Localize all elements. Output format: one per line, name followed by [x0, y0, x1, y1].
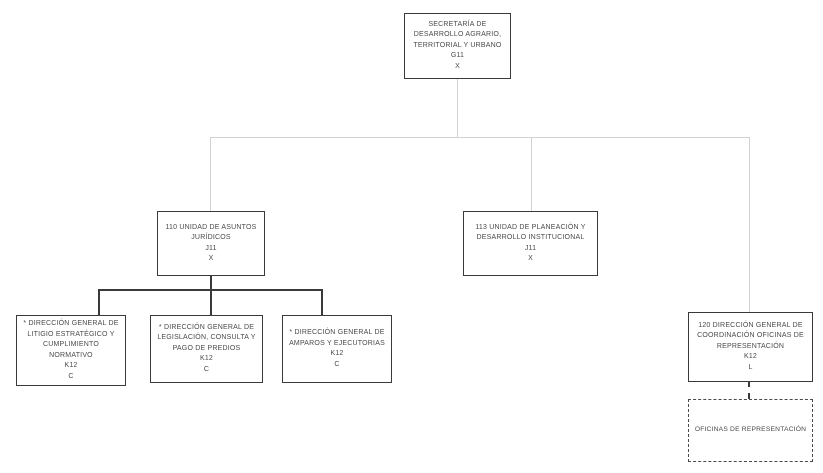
node-title-line: JURÍDICOS	[191, 234, 231, 241]
node-grade: K12	[64, 362, 78, 369]
connector-dashed-oficinas	[748, 381, 750, 399]
node-title-line: PAGO DE PREDIOS	[172, 344, 241, 352]
node-title-line: * DIRECCIÓN GENERAL DE	[289, 329, 385, 336]
node-code: C	[68, 372, 74, 380]
node-title-line: COORDINACIÓN OFICINAS DE	[697, 332, 804, 340]
connector-110-out	[210, 276, 212, 291]
connector-drop-113	[531, 137, 532, 211]
connector-drop-dg-litigio	[98, 289, 100, 315]
org-node-dg-amparos-ejecutorias: * DIRECCIÓN GENERAL DE AMPAROS Y EJECUTO…	[282, 315, 392, 383]
org-node-oficinas-representacion: OFICINAS DE REPRESENTACIÓN	[688, 399, 813, 462]
node-title-line: DESARROLLO INSTITUCIONAL	[476, 234, 585, 241]
node-title-line: LEGISLACIÓN, CONSULTA Y	[157, 334, 256, 342]
node-title-line: REPRESENTACIÓN	[716, 342, 785, 350]
node-title-line: NORMATIVO	[49, 351, 93, 359]
org-node-secretaria: SECRETARÍA DE DESARROLLO AGRARIO, TERRIT…	[404, 13, 511, 79]
org-node-dg-legislacion-consulta: * DIRECCIÓN GENERAL DE LEGISLACIÓN, CONS…	[150, 315, 263, 383]
node-grade: G11	[450, 52, 465, 60]
connector-main-horizontal	[210, 137, 749, 138]
org-node-120-dg-coordinacion-oficinas: 120 DIRECCIÓN GENERAL DE COORDINACIÓN OF…	[688, 312, 813, 382]
node-title-line: * DIRECCIÓN GENERAL DE	[23, 320, 119, 327]
org-node-113-unidad-planeacion: 113 UNIDAD DE PLANEACIÓN Y DESARROLLO IN…	[463, 211, 598, 276]
node-title-line: AMPAROS Y EJECUTORIAS	[289, 339, 385, 347]
node-title-line: 120 DIRECCIÓN GENERAL DE	[698, 321, 803, 329]
node-grade: K12	[199, 355, 214, 363]
node-title-line: LITIGIO ESTRATÉGICO Y	[27, 330, 115, 338]
node-code: L	[748, 363, 753, 371]
node-grade: J11	[524, 244, 537, 252]
node-grade: J11	[205, 244, 217, 252]
connector-drop-dg-legislacion	[210, 289, 212, 315]
connector-drop-110	[210, 137, 211, 211]
node-title-line: CUMPLIMIENTO	[43, 341, 99, 348]
connector-root-drop	[457, 79, 458, 137]
node-code: X	[528, 255, 533, 262]
node-title-line: SECRETARÍA DE	[428, 20, 487, 28]
node-title-line: 110 UNIDAD DE ASUNTOS	[165, 223, 257, 231]
node-title-line: DESARROLLO AGRARIO,	[413, 31, 502, 39]
node-code: X	[455, 62, 460, 70]
node-code: C	[203, 365, 210, 373]
node-title-line: * DIRECCIÓN GENERAL DE	[158, 323, 255, 331]
node-grade: K12	[330, 350, 344, 357]
org-node-110-unidad-asuntos-juridicos: 110 UNIDAD DE ASUNTOS JURÍDICOS J11 X	[157, 211, 265, 276]
node-title-line: OFICINAS DE REPRESENTACIÓN	[694, 426, 807, 434]
node-title-line: 113 UNIDAD DE PLANEACIÓN Y	[475, 223, 586, 231]
connector-drop-dg-amparos	[321, 289, 323, 315]
node-title-line: TERRITORIAL Y URBANO	[413, 41, 502, 49]
node-code: X	[208, 255, 214, 262]
org-node-dg-litigio-estrategico: * DIRECCIÓN GENERAL DE LITIGIO ESTRATÉGI…	[16, 315, 126, 386]
node-grade: K12	[743, 353, 758, 361]
node-code: C	[334, 360, 340, 368]
connector-drop-120	[749, 137, 750, 312]
